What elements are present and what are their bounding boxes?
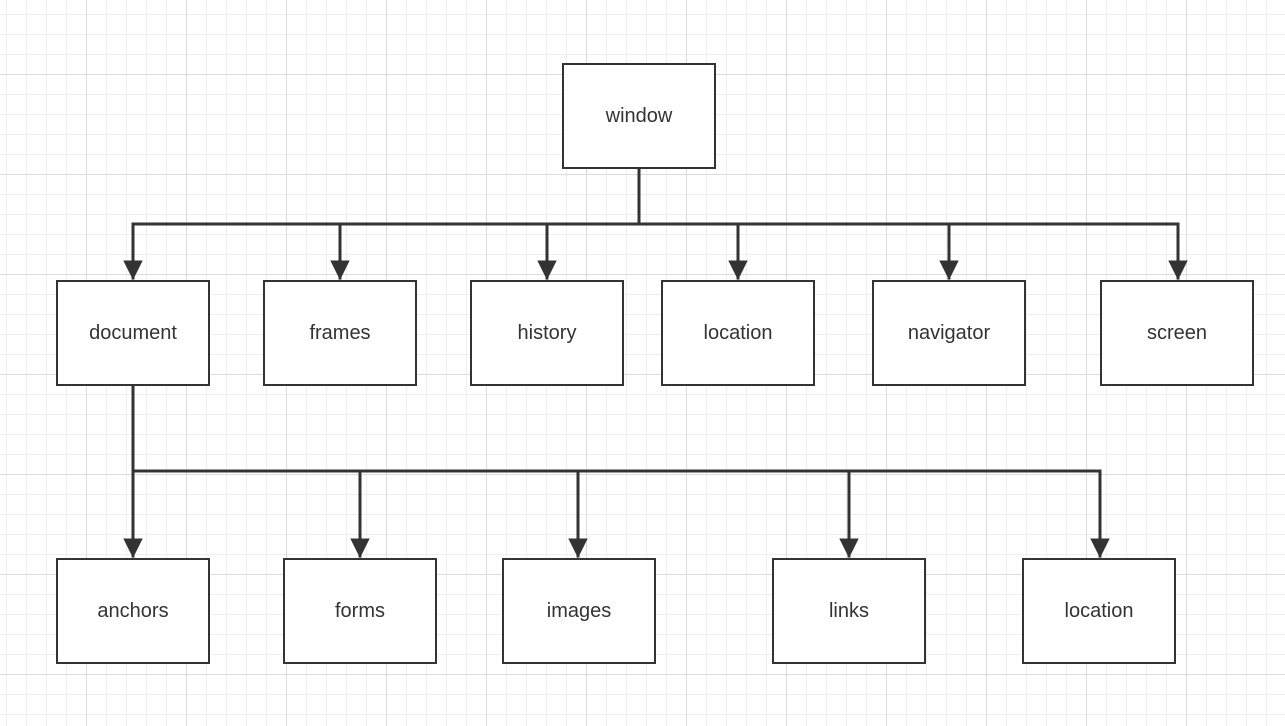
node-frames[interactable]: frames [263, 280, 417, 386]
node-images-label: images [546, 599, 612, 622]
node-frames-label: frames [309, 321, 371, 344]
node-document-location-label: location [1064, 599, 1134, 622]
node-window-label: window [605, 104, 673, 127]
node-anchors-label: anchors [97, 599, 169, 622]
node-location[interactable]: location [661, 280, 815, 386]
node-links[interactable]: links [772, 558, 926, 664]
node-history-label: history [517, 321, 577, 344]
node-forms-label: forms [335, 599, 385, 622]
node-anchors[interactable]: anchors [56, 558, 210, 664]
node-screen-label: screen [1146, 321, 1208, 344]
node-forms[interactable]: forms [283, 558, 437, 664]
node-navigator[interactable]: navigator [872, 280, 1026, 386]
node-navigator-label: navigator [907, 321, 991, 344]
node-screen[interactable]: screen [1100, 280, 1254, 386]
node-document[interactable]: document [56, 280, 210, 386]
node-document-location[interactable]: location [1022, 558, 1176, 664]
node-location-label: location [703, 321, 773, 344]
node-document-label: document [89, 321, 177, 344]
node-links-label: links [828, 599, 869, 622]
node-history[interactable]: history [470, 280, 624, 386]
node-window[interactable]: window [562, 63, 716, 169]
node-images[interactable]: images [502, 558, 656, 664]
